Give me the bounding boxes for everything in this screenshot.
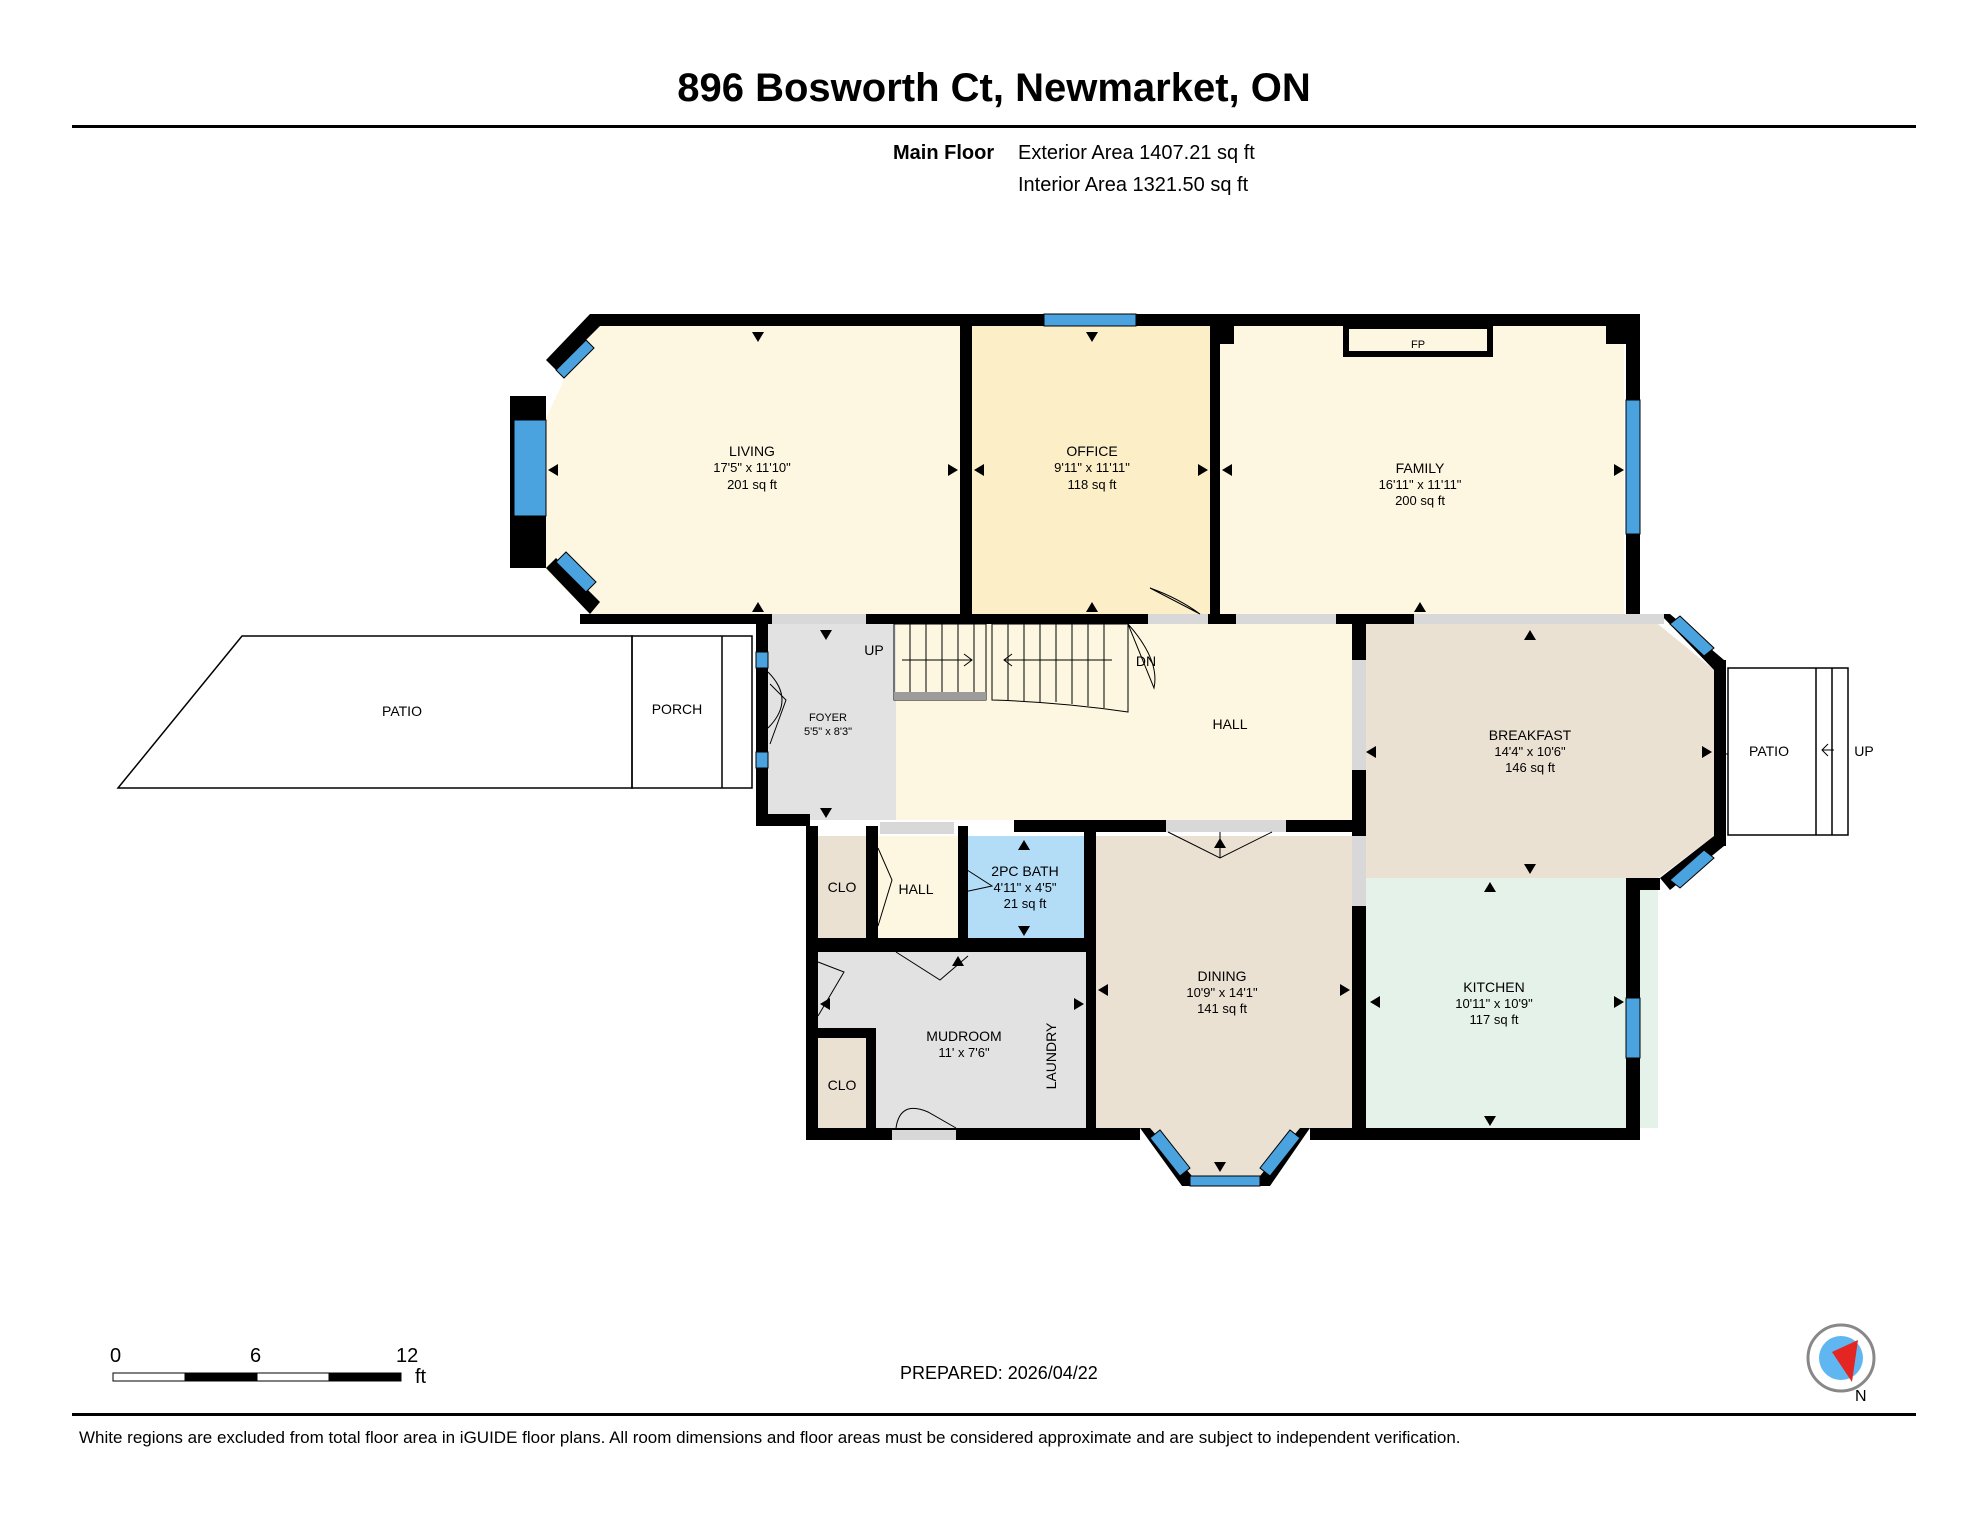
dining-name: DINING	[1198, 968, 1247, 984]
window-foyer-1	[755, 651, 769, 669]
patio-left-label: PATIO	[382, 703, 422, 719]
foyer-fill	[768, 624, 896, 820]
fireplace-label: FP	[1411, 339, 1425, 351]
family-fill	[1220, 326, 1624, 614]
openings	[772, 614, 1664, 1140]
patio-right-outline	[1727, 667, 1849, 836]
mudroom-name: MUDROOM	[926, 1028, 1001, 1044]
dimension-arrows	[548, 332, 1712, 1172]
office-name: OFFICE	[1066, 443, 1117, 459]
foyer-dims: 5'5" x 8'3"	[804, 726, 852, 738]
scale-tick-6: 6	[250, 1345, 262, 1367]
porch-outline	[631, 635, 753, 789]
breakfast-fill	[1366, 624, 1714, 878]
living-area: 201 sq ft	[727, 477, 777, 492]
hall-fill	[896, 624, 1352, 820]
compass-icon	[1806, 1323, 1876, 1393]
scale-tick-0: 0	[110, 1345, 122, 1367]
window-kitchen	[1625, 997, 1641, 1059]
interior-area: Interior Area 1321.50 sq ft	[1018, 174, 1249, 196]
bath-area: 21 sq ft	[1004, 896, 1047, 911]
kitchen-name: KITCHEN	[1463, 979, 1524, 995]
patio-right-label: PATIO	[1749, 743, 1789, 759]
window-office	[1043, 313, 1137, 327]
window-family	[1625, 399, 1641, 535]
disclaimer-text: White regions are excluded from total fl…	[79, 1428, 1461, 1447]
kitchen-area: 117 sq ft	[1470, 1012, 1519, 1027]
window-breakfast-n	[1669, 615, 1715, 657]
room-labels: LIVING 17'5" x 11'10" 201 sq ft OFFICE 9…	[382, 339, 1874, 1093]
kitchen-fill	[1366, 878, 1658, 1128]
window-dining-w	[1149, 1129, 1191, 1177]
dining-area: 141 sq ft	[1197, 1001, 1247, 1016]
small-hall-fill	[878, 836, 958, 938]
family-area: 200 sq ft	[1395, 493, 1445, 508]
clo-top-fill	[818, 836, 866, 938]
scale-tick-12: 12	[396, 1345, 419, 1367]
window-living	[513, 419, 547, 517]
header-rule	[72, 125, 1916, 128]
family-dims: 16'11" x 11'11"	[1379, 477, 1462, 492]
stair-down	[991, 623, 1129, 713]
compass-label: N	[1855, 1388, 1867, 1405]
prepared-date: PREPARED: 2026/04/22	[900, 1363, 1098, 1383]
laundry-label: LAUNDRY	[1043, 1022, 1059, 1089]
window-living-se	[555, 551, 597, 593]
window-dining-e	[1259, 1129, 1301, 1177]
bath-dims: 4'11" x 4'5"	[993, 880, 1056, 895]
dining-fill	[1096, 836, 1352, 1176]
stair-up-label: UP	[864, 642, 883, 658]
hall-main-name: HALL	[1212, 716, 1247, 732]
clo-top-name: CLO	[828, 879, 857, 895]
scale-bar	[112, 1372, 402, 1382]
living-dims: 17'5" x 11'10"	[713, 460, 791, 475]
breakfast-name: BREAKFAST	[1489, 727, 1572, 743]
living-fill	[546, 326, 960, 614]
window-breakfast-s	[1669, 849, 1715, 889]
foyer-name: FOYER	[809, 712, 847, 724]
family-name: FAMILY	[1396, 460, 1445, 476]
living-name: LIVING	[729, 443, 775, 459]
window-dining-s	[1189, 1175, 1261, 1187]
window-living-ne	[555, 339, 595, 379]
breakfast-area: 146 sq ft	[1505, 760, 1555, 775]
footer-rule	[72, 1413, 1916, 1416]
exterior-outlines	[116, 635, 1849, 836]
breakfast-dims: 14'4" x 10'6"	[1494, 744, 1566, 759]
stair-down-label: DN	[1136, 653, 1156, 669]
hall-small-name: HALL	[898, 881, 933, 897]
bath-name: 2PC BATH	[991, 863, 1058, 879]
room-fills	[546, 326, 1714, 1176]
exterior-area: Exterior Area 1407.21 sq ft	[1018, 142, 1255, 164]
mudroom-dims: 11' x 7'6"	[938, 1045, 990, 1060]
scale-unit: ft	[415, 1366, 427, 1388]
office-area: 118 sq ft	[1068, 477, 1117, 492]
window-foyer-2	[755, 751, 769, 769]
clo-bottom-name: CLO	[828, 1077, 857, 1093]
floor-label: Main Floor	[893, 142, 995, 164]
windows	[513, 313, 1715, 1187]
clo-bottom-fill	[818, 1038, 866, 1132]
office-fill	[972, 326, 1210, 614]
porch-label: PORCH	[652, 701, 703, 717]
address-title: 896 Bosworth Ct, Newmarket, ON	[677, 66, 1311, 110]
stairs	[893, 623, 1129, 713]
dining-dims: 10'9" x 14'1"	[1186, 985, 1258, 1000]
patio-up-label: UP	[1854, 743, 1873, 759]
patio-left-outline	[116, 635, 633, 789]
office-dims: 9'11" x 11'11"	[1054, 460, 1130, 475]
kitchen-dims: 10'11" x 10'9"	[1455, 996, 1533, 1011]
